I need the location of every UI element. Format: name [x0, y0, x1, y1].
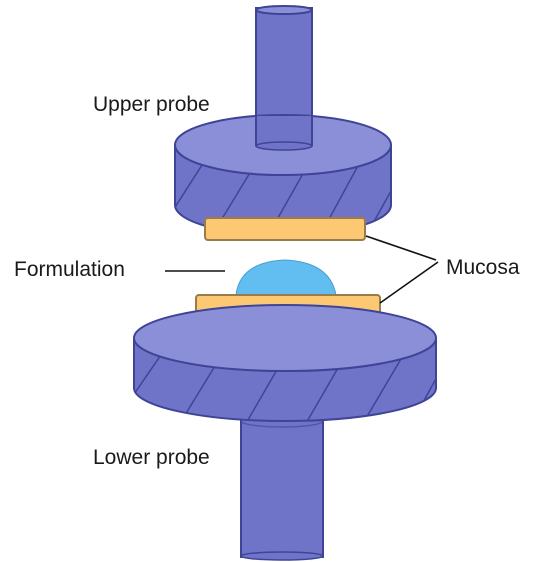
formulation-drop — [235, 259, 337, 296]
upper-probe-shaft-top — [255, 5, 313, 15]
upper-probe-label: Upper probe — [93, 93, 210, 116]
formulation-label: Formulation — [14, 258, 125, 281]
mucosa-label: Mucosa — [446, 256, 520, 279]
leader-lines — [165, 235, 439, 304]
upper-probe — [174, 5, 392, 236]
mucosa-leader-lower — [379, 261, 439, 304]
upper-mucosa — [204, 217, 366, 241]
lower-probe — [133, 304, 437, 561]
lower-probe-label: Lower probe — [93, 446, 210, 469]
lower-probe-disc-top — [133, 304, 437, 372]
mucosa-leader-upper — [365, 235, 437, 261]
